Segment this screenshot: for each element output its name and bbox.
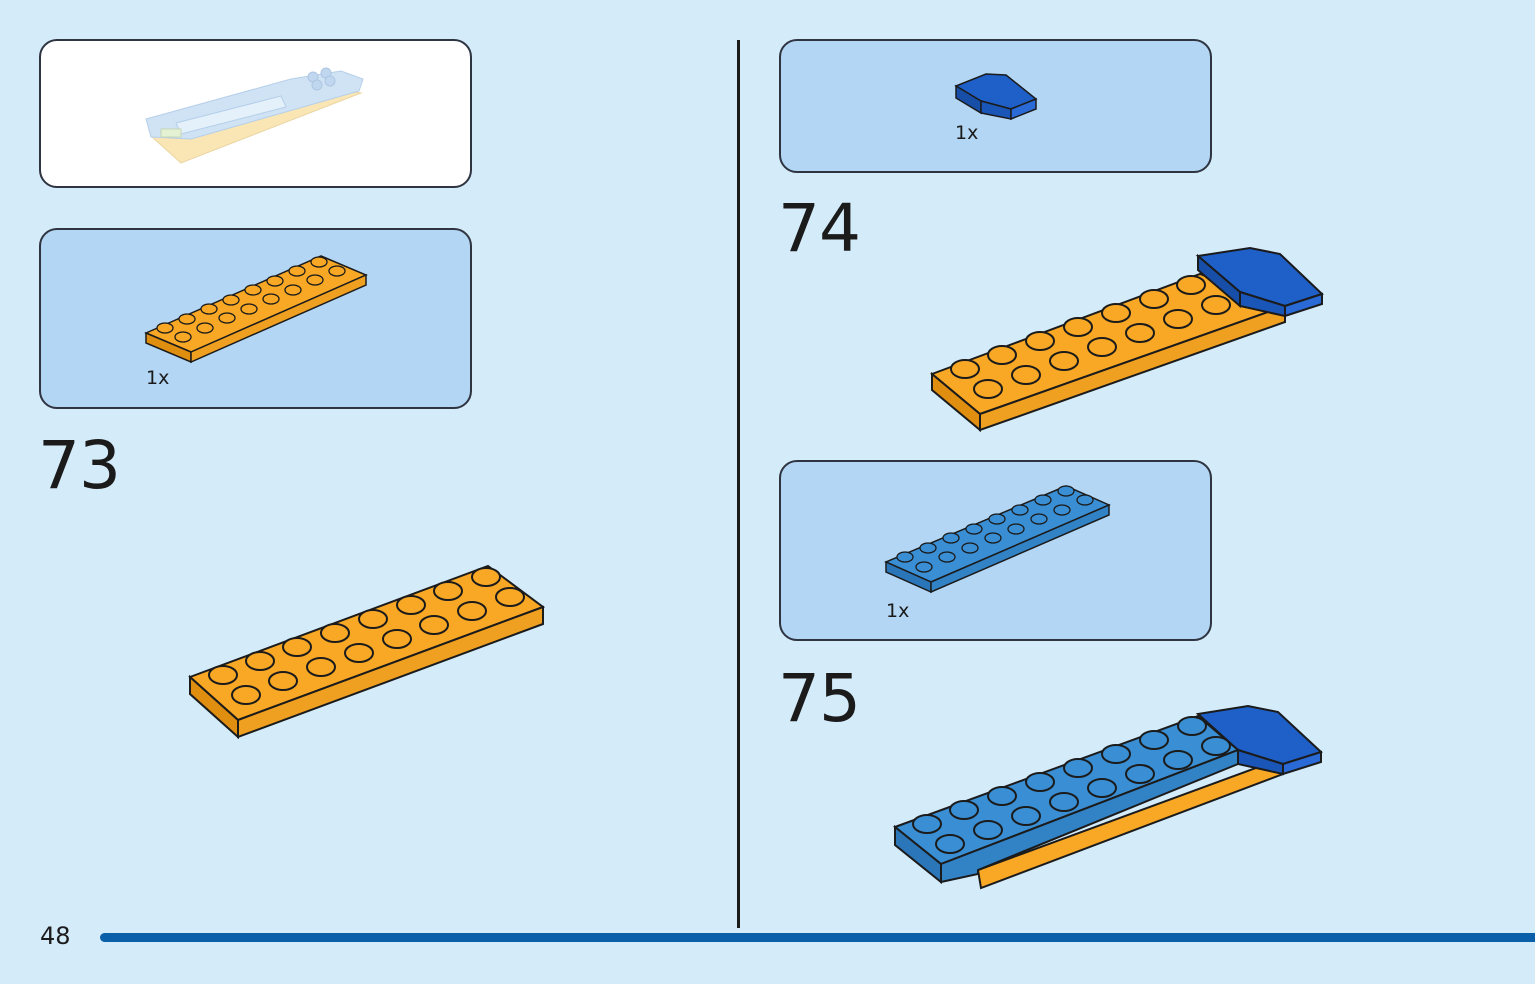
overview-model-illustration	[145, 67, 364, 164]
step-number: 75	[778, 660, 861, 737]
step-75-build-illustration	[892, 704, 1323, 890]
page-progress-bar	[100, 933, 1535, 942]
step-73-build-illustration	[188, 564, 546, 740]
parts-panel-step-74: 1x	[779, 39, 1212, 173]
part-quantity: 1x	[886, 600, 910, 622]
medium-blue-plate-part-icon	[884, 485, 1111, 594]
overview-panel	[39, 39, 472, 188]
part-quantity: 1x	[146, 367, 170, 389]
column-divider	[737, 40, 740, 928]
blue-curved-slope-part-icon	[954, 73, 1038, 121]
step-74-build-illustration	[930, 246, 1324, 433]
orange-plate-part-icon	[144, 255, 368, 364]
part-quantity: 1x	[955, 122, 979, 144]
parts-panel-step-75: 1x	[779, 460, 1212, 641]
parts-panel-step-73: 1x	[39, 228, 472, 409]
step-number: 73	[38, 427, 121, 504]
page-number: 48	[40, 922, 71, 950]
step-number: 74	[778, 190, 861, 267]
